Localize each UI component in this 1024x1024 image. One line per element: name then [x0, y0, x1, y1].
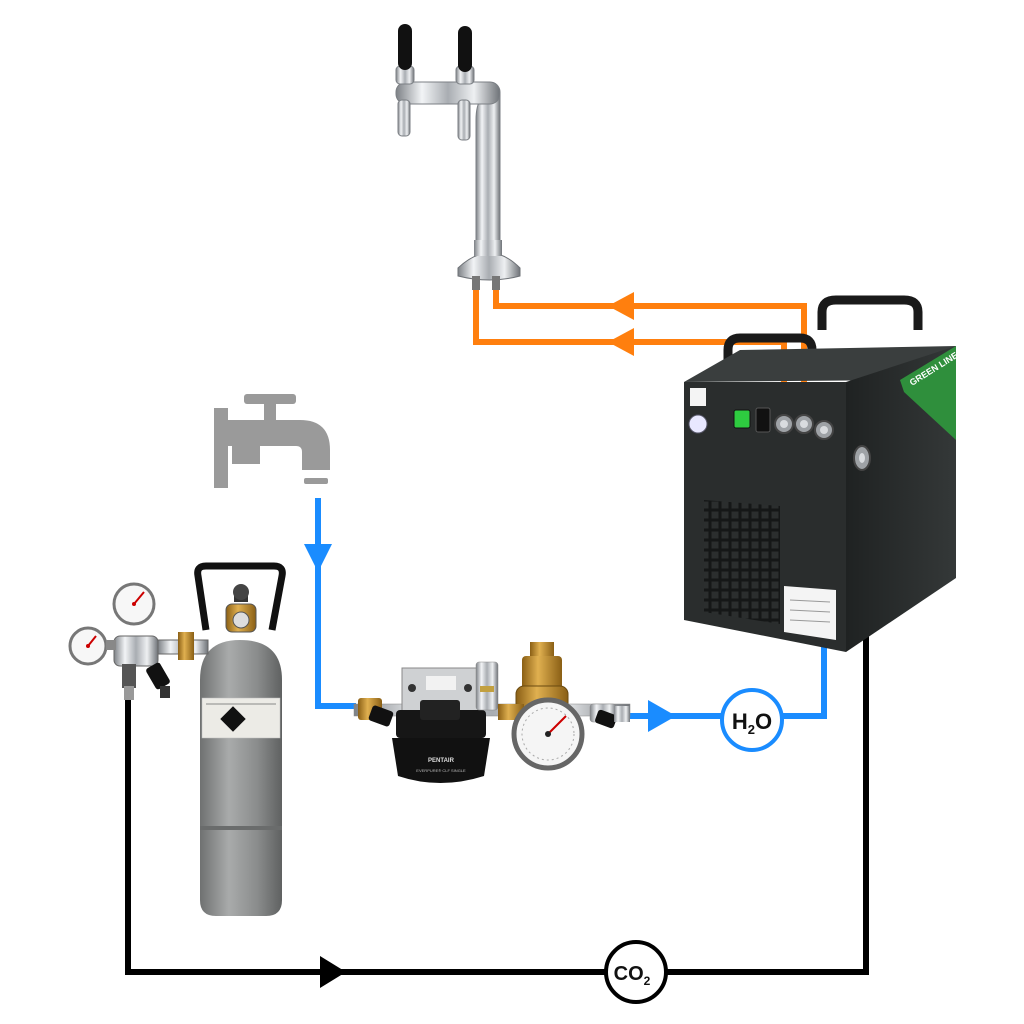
- water-filter-icon: PENTAIR EVERPURE® CLF SINGLE: [353, 661, 631, 783]
- co2-line-path: [125, 484, 869, 975]
- pressure-reducer-icon: [498, 642, 630, 771]
- co2-cylinder-icon: [194, 562, 286, 916]
- co2-label: CO2: [614, 963, 651, 988]
- beer-arrow-upper: [608, 292, 634, 320]
- pressure-regulator-icon: [68, 582, 209, 700]
- water-line-to-filter: [315, 498, 356, 709]
- filter-model: EVERPURE® CLF SINGLE: [416, 768, 466, 773]
- beer-tower-icon: [395, 24, 521, 290]
- h2o-label: H2O: [732, 709, 772, 737]
- co2-node: CO2: [604, 940, 668, 1004]
- filter-brand: PENTAIR: [428, 758, 455, 764]
- beer-arrow-lower: [608, 328, 634, 356]
- h2o-node: H2O: [720, 688, 784, 752]
- water-arrow-right: [648, 700, 676, 732]
- chiller-unit-icon: GREEN LINE: [684, 295, 960, 652]
- co2-arrow-right: [320, 956, 346, 988]
- water-arrow-down: [304, 544, 332, 572]
- beer-lines: [473, 288, 807, 398]
- faucet-icon: [214, 394, 330, 488]
